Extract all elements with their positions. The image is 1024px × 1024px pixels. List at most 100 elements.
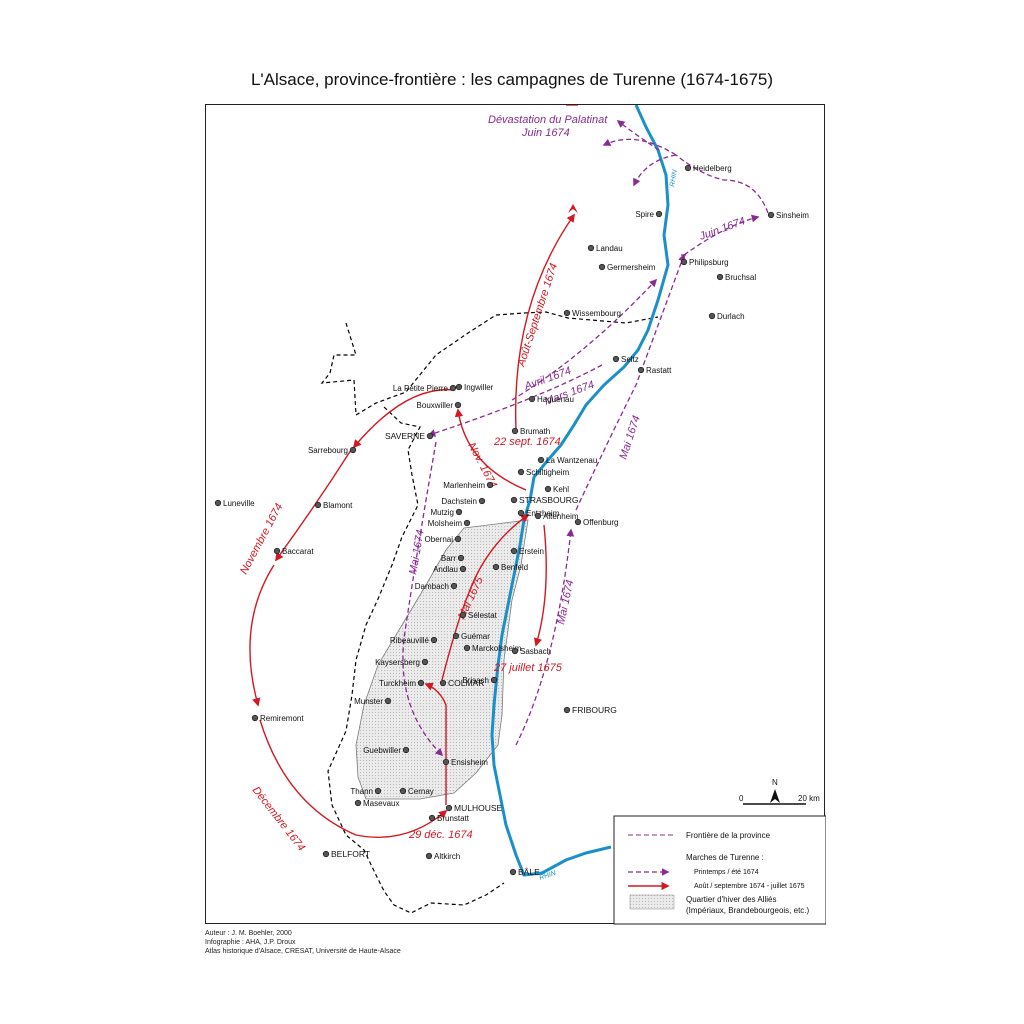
place-marker-icon [449, 384, 457, 392]
map-canvas[interactable]: RHIN RHIN [206, 105, 826, 925]
place-benfeld: Benfeld [492, 563, 528, 572]
place-marker-icon [439, 679, 447, 687]
place-marker-icon [767, 211, 775, 219]
place-marker-icon [716, 273, 724, 281]
place-dambach: Dambach [415, 582, 458, 591]
scale-distance: 20 km [798, 794, 820, 803]
place-label: Dachstein [441, 497, 477, 506]
place-ribeauville: Ribeauvillé [390, 636, 438, 645]
place-label: Erstein [519, 547, 544, 556]
legend: Frontière de la province Marches de Ture… [613, 815, 826, 925]
place-marker-icon [509, 868, 517, 876]
place-cernay: Cernay [399, 787, 434, 796]
place-label: Spire [635, 210, 654, 219]
place-marker-icon [517, 468, 525, 476]
place-label: Seltz [621, 355, 639, 364]
scale-zero: 0 [739, 794, 744, 803]
place-label: Baccarat [282, 547, 314, 556]
scale-bar: N 0 20 km [739, 778, 820, 805]
place-label: Wissembourg [572, 309, 621, 318]
place-label: Turckheim [379, 679, 416, 688]
place-label: Munster [354, 697, 383, 706]
label-mai-1674-east: Mai 1674 [617, 414, 642, 461]
place-marker-icon [528, 395, 536, 403]
place-label: Cernay [408, 787, 434, 796]
place-label: Guebwiller [363, 746, 401, 755]
place-brisach: Brisach [462, 676, 498, 685]
label-29-dec-1674: 29 déc. 1674 [408, 829, 473, 841]
place-label: Sélestat [468, 611, 498, 620]
place-guemar: Guémar [452, 632, 490, 641]
credits: Auteur : J. M. Boehler, 2000 Infographie… [205, 929, 401, 956]
label-devastation-date: Juin 1674 [521, 127, 570, 139]
place-fribourg: FRIBOURG [563, 705, 617, 715]
place-marker-icon [511, 427, 519, 435]
legend-winter-label: Quartier d'hiver des Alliés [686, 895, 776, 904]
place-label: Brumath [520, 427, 550, 436]
place-la-wantzenau: La Wantzenau [537, 456, 597, 465]
place-heidelberg: Heidelberg [684, 164, 732, 173]
spring-marches [402, 120, 769, 757]
place-spire: Spire [635, 210, 663, 219]
place-label: Guémar [461, 632, 490, 641]
place-marker-icon [463, 644, 471, 652]
place-label: FRIBOURG [572, 705, 617, 715]
place-mulhouse: MULHOUSE [445, 803, 503, 813]
place-label: Molsheim [428, 519, 463, 528]
place-marker-icon [537, 456, 545, 464]
place-masevaux: Masevaux [354, 799, 399, 808]
place-marker-icon [454, 401, 462, 409]
place-offenburg: Offenburg [574, 518, 618, 527]
place-germersheim: Germersheim [598, 263, 656, 272]
place-marker-icon [459, 611, 467, 619]
place-luneville: Luneville [214, 499, 255, 508]
place-marker-icon [544, 485, 552, 493]
place-marker-icon [457, 554, 465, 562]
place-marckolsheim: Marckolsheim [463, 644, 522, 653]
place-selestat: Sélestat [459, 611, 498, 620]
place-marker-icon [598, 263, 606, 271]
place-label: La Petite Pierre [393, 384, 449, 393]
place-saverne: SAVERNE [385, 431, 434, 441]
place-marker-icon [322, 850, 330, 858]
place-marker-icon [421, 658, 429, 666]
place-label: Brisach [462, 676, 489, 685]
place-erstein: Erstein [510, 547, 544, 556]
place-label: BELFORT [331, 849, 370, 859]
place-belfort: BELFORT [322, 849, 370, 859]
place-marker-icon [510, 496, 518, 504]
place-label: Altenheim [543, 512, 579, 521]
place-label: Schiltigheim [526, 468, 569, 477]
campaign-origin-mark [568, 204, 578, 213]
place-sarrebourg: Sarrebourg [308, 446, 357, 455]
place-marker-icon [428, 814, 436, 822]
place-marker-icon [563, 309, 571, 317]
credit-infographics: Infographie : AHA, J.P. Droux [205, 939, 296, 946]
place-label: Blamont [323, 501, 353, 510]
place-marker-icon [251, 714, 259, 722]
place-colmar: COLMAR [439, 678, 484, 688]
place-schiltigheim: Schiltigheim [517, 468, 569, 477]
legend-border-label: Frontière de la province [686, 831, 771, 840]
place-guebwiller: Guebwiller [363, 746, 410, 755]
place-marker-icon [455, 383, 463, 391]
place-marker-icon [637, 366, 645, 374]
place-label: Obernai [425, 535, 454, 544]
place-label: Masevaux [363, 799, 399, 808]
place-dachstein: Dachstein [441, 497, 486, 506]
place-label: Durlach [717, 312, 745, 321]
place-marker-icon [349, 446, 357, 454]
place-label: La Wantzenau [546, 456, 597, 465]
place-altkirch: Altkirch [425, 852, 460, 861]
place-marker-icon [384, 697, 392, 705]
north-arrow-icon [770, 789, 780, 803]
place-label: Sarrebourg [308, 446, 348, 455]
place-bale: BÂLE [509, 867, 540, 877]
place-marker-icon [445, 804, 453, 812]
province-border [320, 311, 659, 914]
place-label: Marlenheim [443, 481, 485, 490]
place-label: Ingwiller [464, 383, 494, 392]
place-molsheim: Molsheim [428, 519, 471, 528]
rhine-river [490, 105, 670, 877]
place-marker-icon [492, 563, 500, 571]
